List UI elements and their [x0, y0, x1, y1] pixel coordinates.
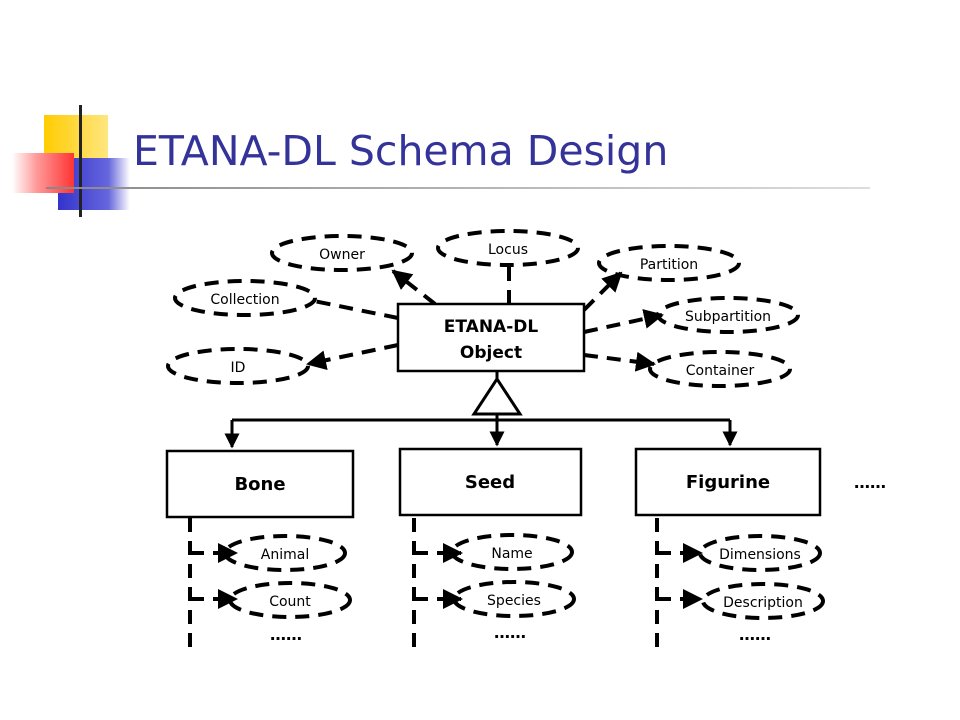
- attr-collection-ellipse: [173, 279, 317, 317]
- edge-to-container: [583, 351, 656, 372]
- seed-attr-name-label: Name: [491, 546, 532, 562]
- bone-more-ellipsis: ……: [270, 625, 302, 644]
- attr-id-ellipse: [166, 347, 310, 385]
- attr-collection-label: Collection: [210, 292, 279, 308]
- subtype-bone-label: Bone: [234, 474, 285, 495]
- edge-to-partition: [582, 271, 623, 312]
- deco-horizontal-rule: [46, 187, 870, 189]
- edge-to-id: [306, 343, 399, 371]
- figurine-attr-dimensions-ellipse: [698, 534, 822, 572]
- attr-locus-label: Locus: [488, 242, 528, 258]
- attr-subpartition-ellipse: [656, 296, 800, 334]
- attr-subpartition-label: Subpartition: [685, 309, 771, 325]
- edge-to-collection: [313, 299, 399, 320]
- seed-attr-species-ellipse: [452, 580, 576, 618]
- attr-locus-ellipse: [436, 229, 580, 267]
- attr-owner-ellipse: [270, 234, 414, 272]
- subtype-seed-label: Seed: [465, 472, 515, 493]
- deco-red-square: [12, 153, 74, 193]
- attr-partition-ellipse: [597, 244, 741, 282]
- bone-attr-animal-label: Animal: [261, 547, 309, 563]
- bone-attr-count-label: Count: [269, 594, 311, 610]
- seed-more-ellipsis: ……: [494, 623, 526, 642]
- bone-entity-box: [165, 449, 355, 519]
- attr-id-label: ID: [231, 360, 246, 376]
- central-entity-line1: ETANA-DL: [444, 317, 539, 337]
- bone-attr-animal-ellipse: [223, 534, 347, 572]
- subtype-figurine-label: Figurine: [686, 472, 770, 493]
- more-subtypes-ellipsis: ……: [854, 473, 886, 492]
- isa-triangle: [471, 376, 523, 416]
- attr-container-label: Container: [686, 363, 755, 379]
- seed-attr-species-label: Species: [487, 593, 541, 609]
- central-entity-box: [396, 302, 586, 373]
- central-entity-line2: Object: [460, 343, 522, 363]
- figurine-attr-description-ellipse: [701, 582, 825, 620]
- slide-title: ETANA-DL Schema Design: [133, 127, 669, 175]
- figurine-attr-dimensions-label: Dimensions: [719, 547, 801, 563]
- seed-entity-box: [398, 447, 583, 517]
- attr-owner-label: Owner: [319, 247, 365, 263]
- figurine-entity-box: [634, 447, 822, 517]
- deco-vertical-rule: [79, 105, 82, 217]
- bone-attr-count-ellipse: [228, 581, 352, 619]
- figurine-more-ellipsis: ……: [739, 625, 771, 644]
- seed-attr-name-ellipse: [450, 533, 574, 571]
- edge-to-subpartition: [583, 309, 664, 334]
- figurine-attr-description-label: Description: [723, 595, 803, 611]
- attr-container-ellipse: [648, 350, 792, 388]
- attr-partition-label: Partition: [640, 257, 698, 273]
- edge-to-owner: [391, 269, 437, 306]
